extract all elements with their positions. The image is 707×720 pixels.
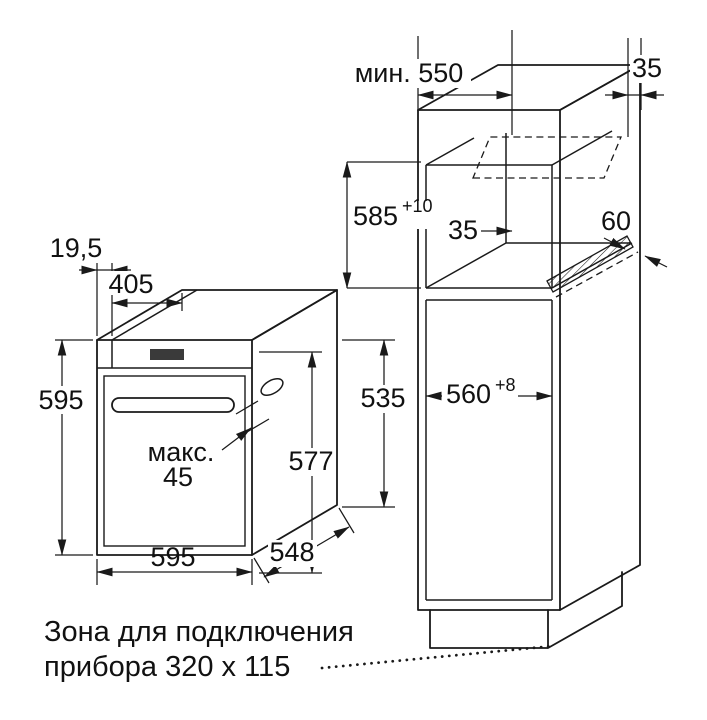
dim-cabinet-niche-width: 560 +8 xyxy=(425,375,553,409)
vent-hatch-area xyxy=(546,235,634,293)
connection-zone-line1: Зона для подключения xyxy=(44,616,354,648)
oven-top-casing-edge xyxy=(111,289,198,341)
dim-text-niche-height: 585 xyxy=(353,201,398,231)
dim-text-body-depth: 548 xyxy=(269,537,314,567)
connection-zone-line2: прибора 320 x 115 xyxy=(44,651,290,683)
dim-text-vent-clearance: 60 xyxy=(601,206,631,236)
hidden-cutout-dashed xyxy=(472,136,622,179)
cabinet-plinth xyxy=(429,571,623,649)
oven-control-panel xyxy=(97,340,252,369)
dim-oven-body-depth: 548 xyxy=(253,507,355,584)
dim-text-front-height: 595 xyxy=(38,385,83,415)
dim-text-min-depth: мин. 550 xyxy=(355,58,464,88)
dim-text-niche-width: 560 xyxy=(446,379,491,409)
dim-cabinet-rear-top-gap: 35 xyxy=(605,38,664,137)
cabinet-right-face xyxy=(559,64,641,611)
dim-oven-frame-offset: 19,5 xyxy=(50,233,131,336)
dim-cabinet-rear-gap: 35 xyxy=(448,215,513,245)
connection-zone-note: Зона для подключения прибора 320 x 115 xyxy=(44,616,555,683)
dim-text-rear-gap: 35 xyxy=(448,215,478,245)
dim-text-frame-offset: 19,5 xyxy=(50,233,103,263)
dim-oven-handle-max: макс. 45 xyxy=(148,400,270,492)
dim-cabinet-vent-clearance: 60 xyxy=(601,206,668,268)
dim-oven-top-depth: 405 xyxy=(107,269,183,311)
dim-text-niche-width-tolerance: +8 xyxy=(495,375,516,395)
dim-text-body-height: 535 xyxy=(360,383,405,413)
connection-zone-leader xyxy=(320,644,555,670)
cabinet-shelf-edges xyxy=(426,164,552,601)
dim-text-niche-height-tolerance: +10 xyxy=(402,196,433,216)
oven-door xyxy=(103,375,246,547)
dim-oven-body-height: 535 xyxy=(342,339,407,508)
dim-text-handle-max-label: макс. xyxy=(148,437,215,467)
hidden-edge-dashed xyxy=(555,251,639,298)
oven-projection xyxy=(96,289,338,556)
dim-oven-front-width: 595 xyxy=(96,542,253,585)
oven-handle xyxy=(111,397,235,413)
dim-cabinet-min-depth: мин. 550 xyxy=(347,30,513,135)
cabinet-projection xyxy=(417,64,641,649)
dim-text-total-depth: 577 xyxy=(288,446,333,476)
oven-right-face xyxy=(251,289,338,556)
dim-text-rear-top-gap: 35 xyxy=(632,53,662,83)
oven-display xyxy=(150,349,184,360)
dim-oven-front-height: 595 xyxy=(37,339,93,556)
oven-side-grip-hole xyxy=(260,378,284,396)
cabinet-front-face xyxy=(417,109,561,611)
dim-text-front-width: 595 xyxy=(150,542,195,572)
dim-text-top-depth: 405 xyxy=(108,269,153,299)
dim-text-handle-max-value: 45 xyxy=(163,462,193,492)
dim-cabinet-niche-height: 585 +10 xyxy=(342,161,433,289)
